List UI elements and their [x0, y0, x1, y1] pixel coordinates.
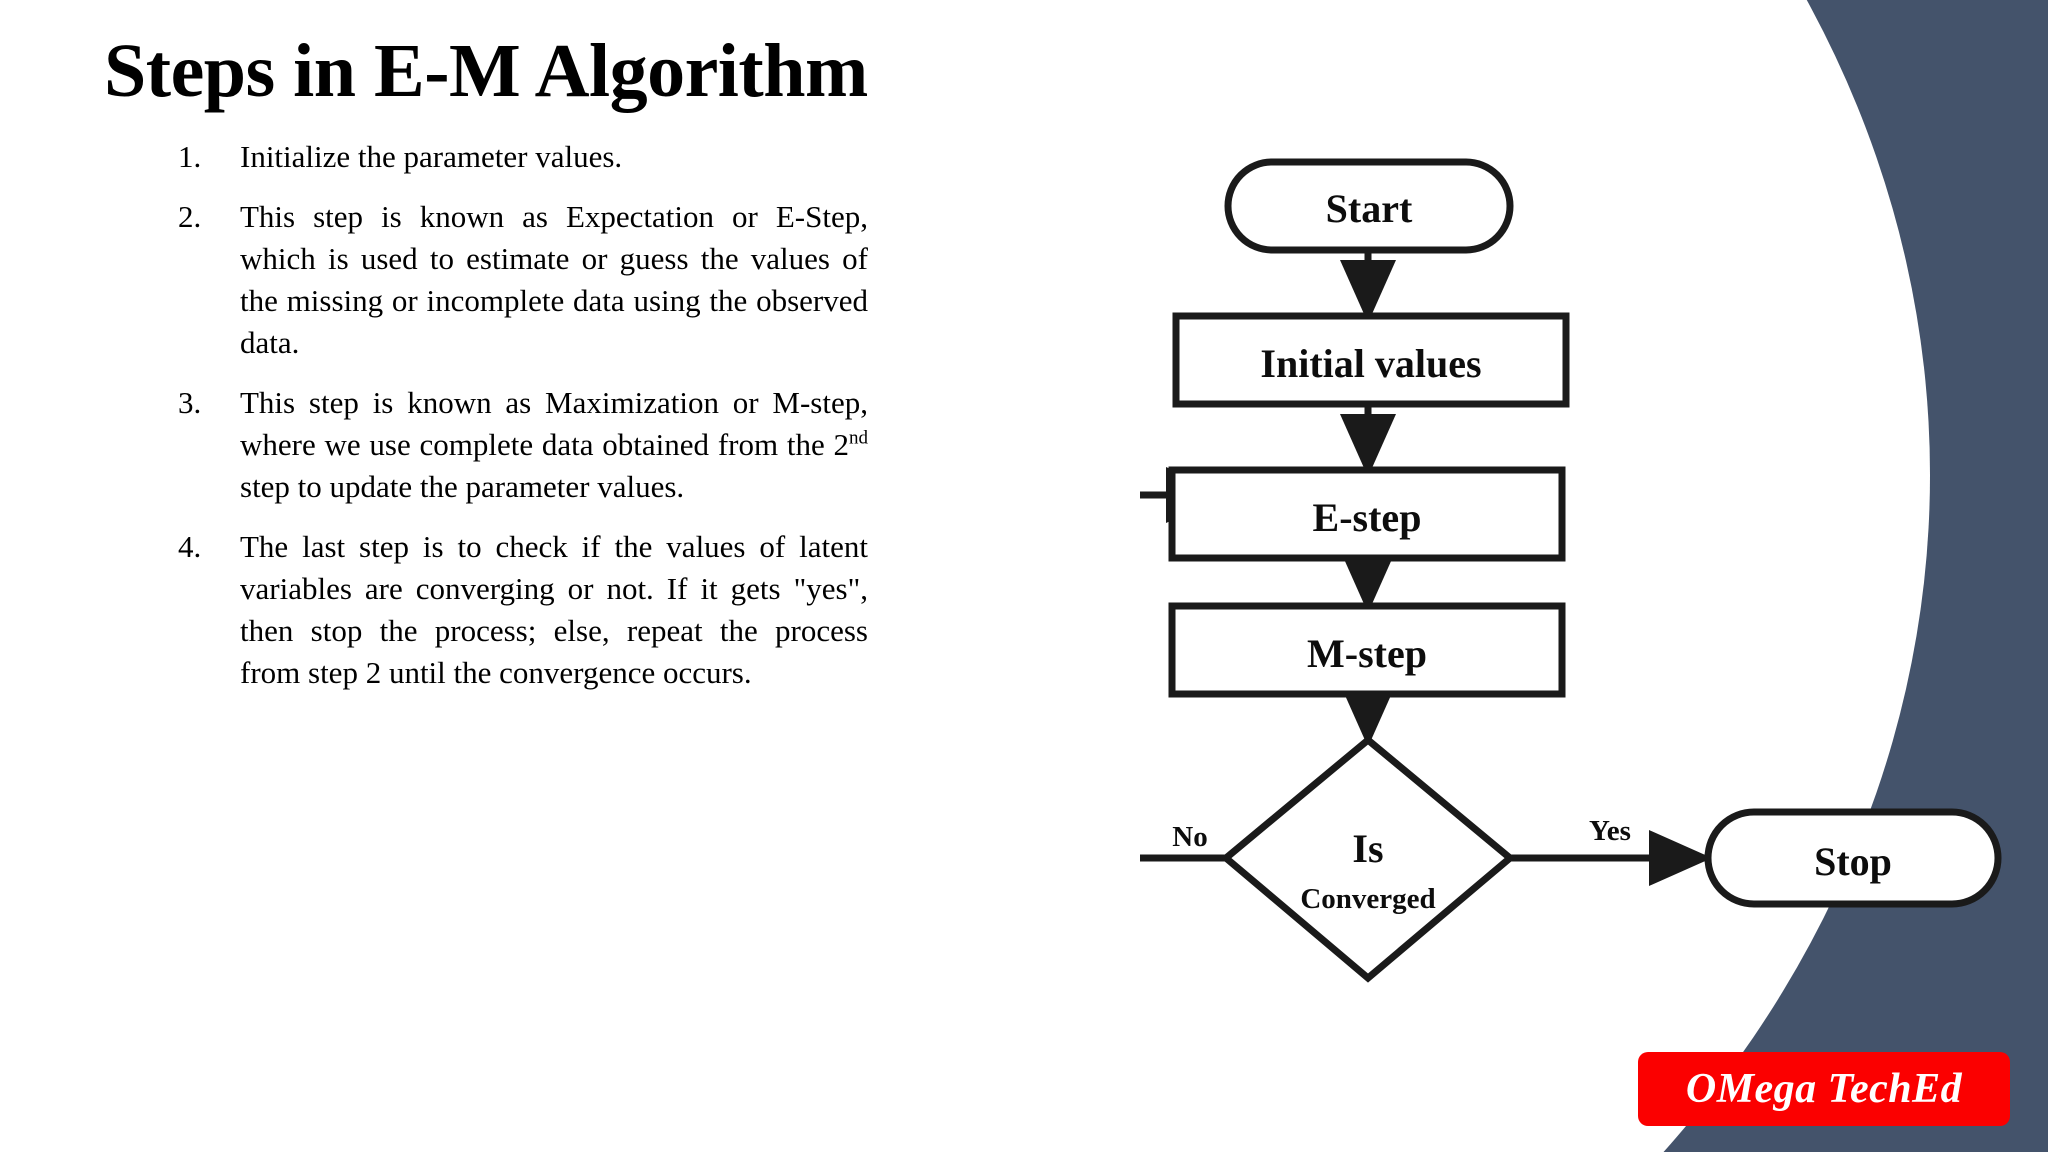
flow-node-decision[interactable]: [1220, 735, 1516, 983]
flowchart: Start Initial values E-step M-step Is Co…: [1140, 140, 2048, 1040]
list-item-text: This step is known as Expectation or E-S…: [240, 199, 868, 360]
steps-list: 1. Initialize the parameter values. 2. T…: [178, 136, 868, 712]
ordinal-superscript: nd: [849, 427, 868, 449]
flow-node-stop-label: Stop: [1814, 839, 1892, 884]
list-item-number: 4.: [178, 529, 202, 564]
list-item-number: 3.: [178, 385, 202, 420]
list-item-text-before: This step is known as Maximization or M-…: [240, 385, 868, 462]
list-item-text: Initialize the parameter values.: [240, 139, 623, 174]
flow-node-start-label: Start: [1326, 186, 1413, 231]
flow-node-initial-values-label: Initial values: [1260, 341, 1481, 386]
edge-label-no: No: [1172, 821, 1207, 853]
brand-logo-badge: OMega TechEd: [1638, 1052, 2010, 1126]
flow-node-e-step-label: E-step: [1313, 495, 1422, 540]
page-title: Steps in E-M Algorithm: [104, 29, 868, 113]
background-white-left-fill: [0, 0, 640, 900]
flow-node-m-step-label: M-step: [1307, 631, 1427, 676]
flow-node-initial-values[interactable]: [1172, 312, 1570, 408]
list-item: 3. This step is known as Maximization or…: [178, 382, 868, 508]
brand-logo-text: OMega TechEd: [1685, 1066, 1963, 1112]
list-item-number: 1.: [178, 139, 202, 174]
list-item-text-after: step to update the parameter values.: [240, 469, 685, 504]
list-item: 2. This step is known as Expectation or …: [178, 196, 868, 364]
list-item-number: 2.: [178, 199, 202, 234]
list-item-text: This step is known as Maximization or M-…: [240, 382, 868, 508]
list-item: 1. Initialize the parameter values.: [178, 136, 868, 178]
flow-node-e-step[interactable]: [1168, 466, 1566, 562]
flow-node-stop[interactable]: [1704, 808, 2002, 908]
flow-node-decision-label-line2: Converged: [1300, 883, 1435, 915]
list-item-text: The last step is to check if the values …: [240, 529, 868, 690]
flow-node-m-step[interactable]: [1168, 602, 1566, 698]
edge-label-yes: Yes: [1589, 815, 1631, 847]
flow-node-start[interactable]: [1224, 158, 1514, 254]
flow-node-decision-label-line1: Is: [1352, 826, 1383, 871]
list-item: 4. The last step is to check if the valu…: [178, 526, 868, 694]
